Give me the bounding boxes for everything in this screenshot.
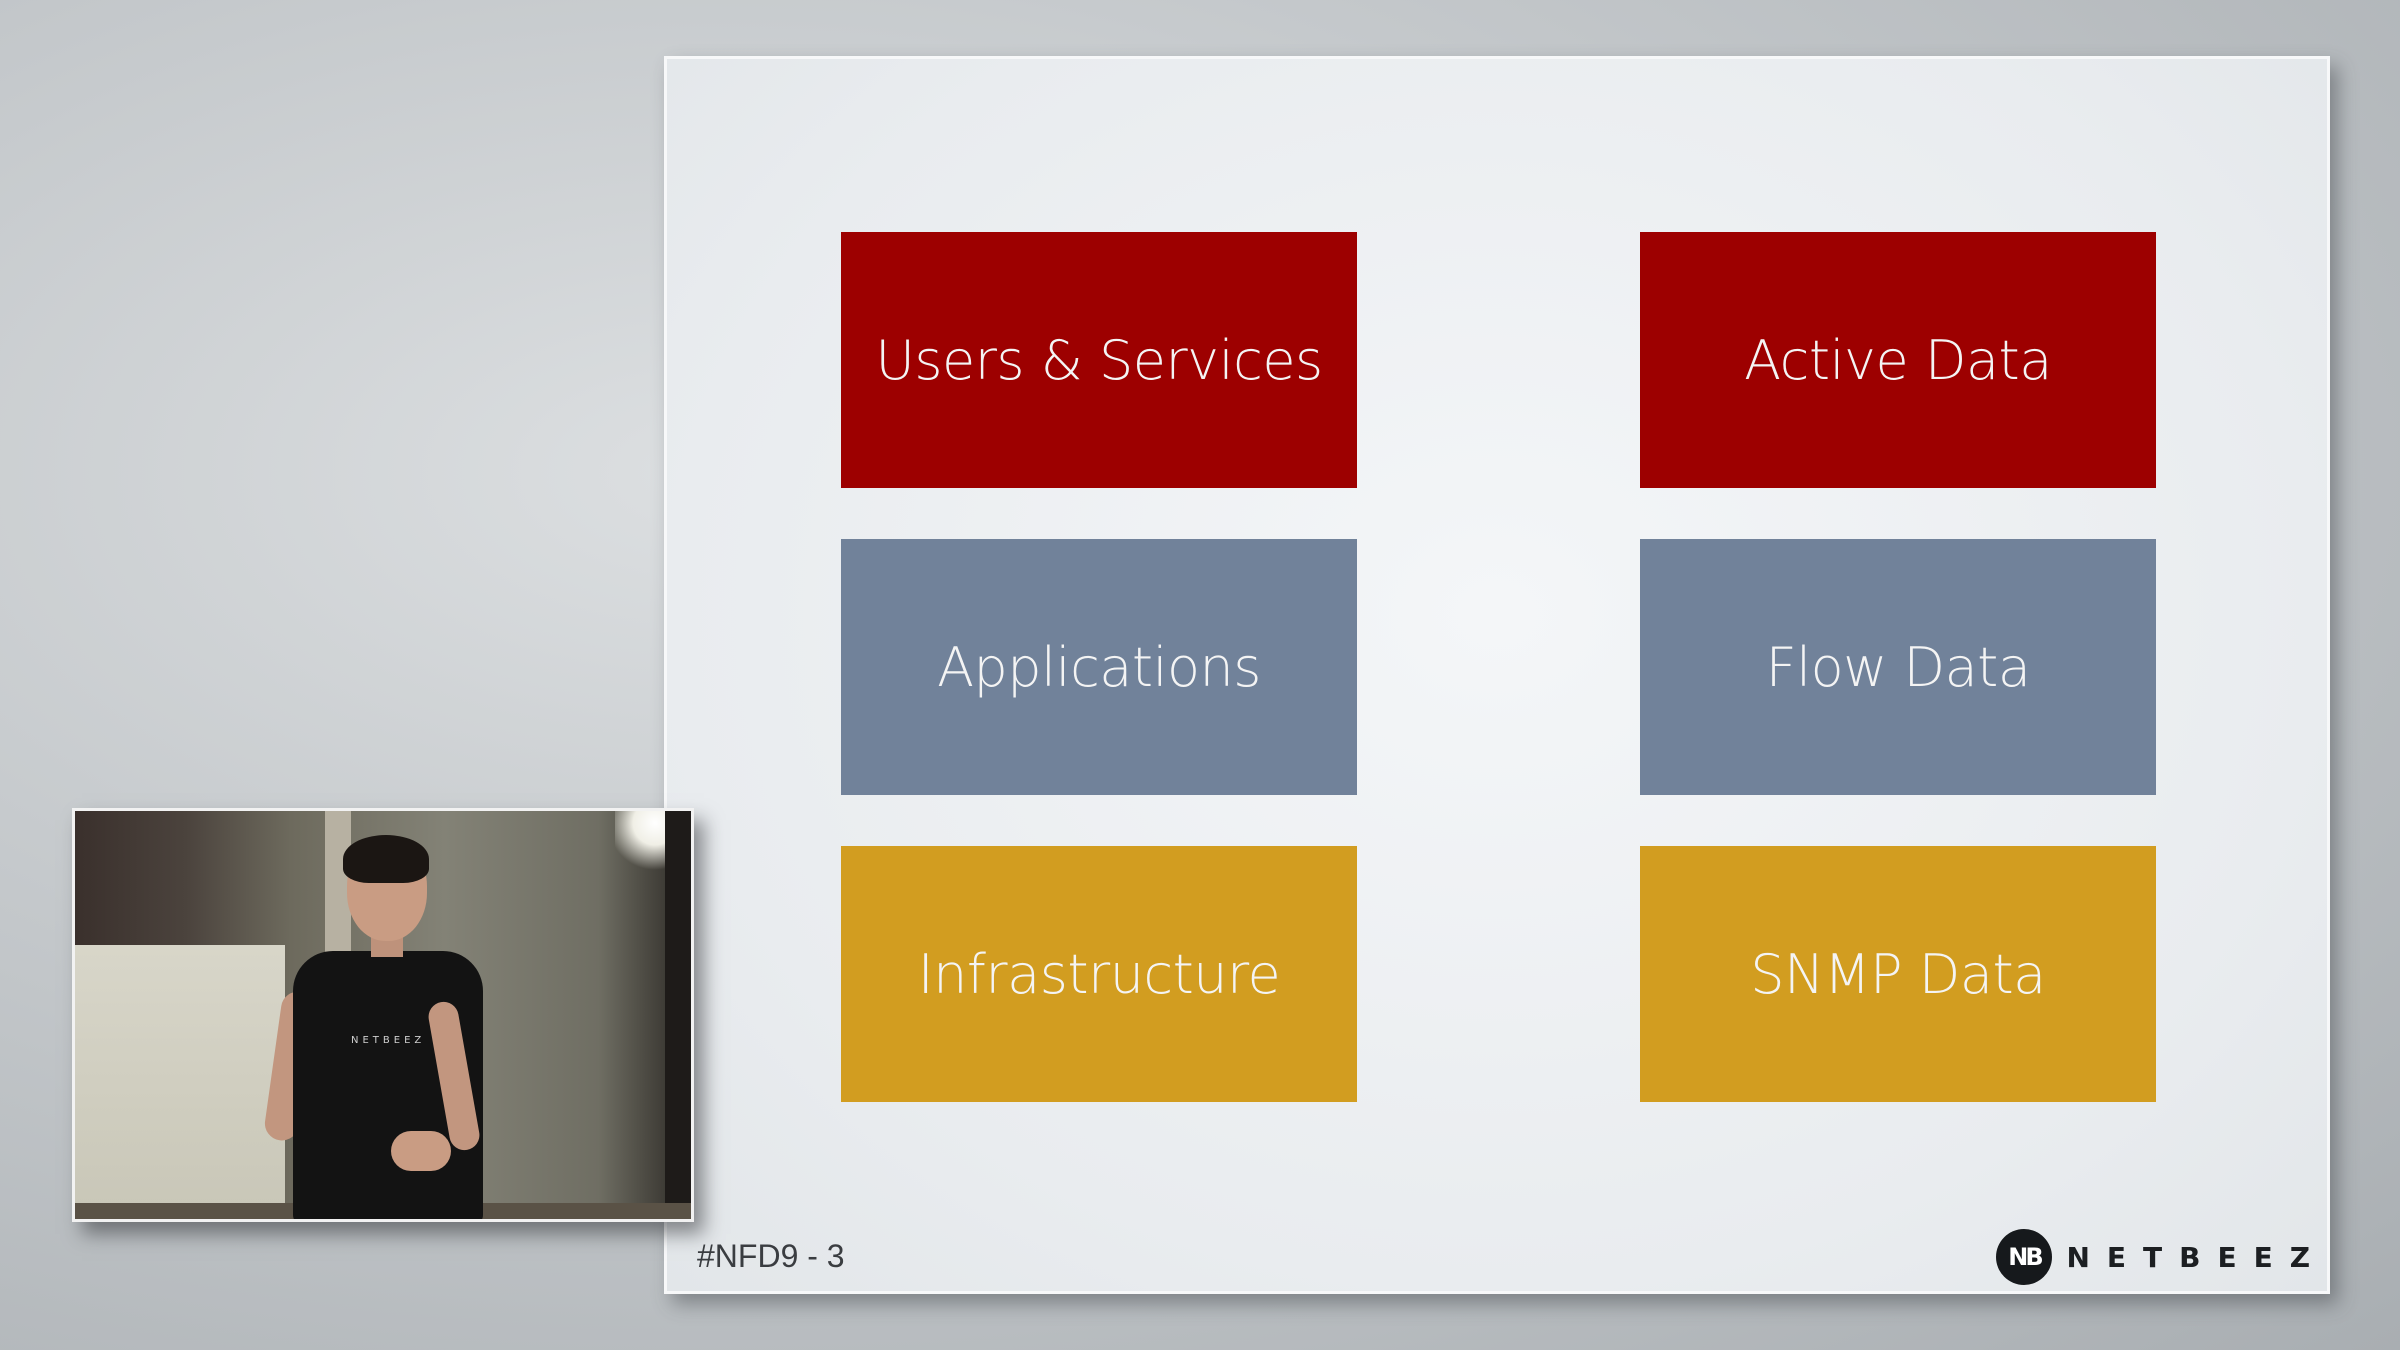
tile-users-services: Users & Services: [841, 232, 1357, 488]
shirt-logo-text: NETBEEZ: [351, 1035, 426, 1046]
tile-label: Active Data: [1744, 328, 2052, 392]
tile-applications: Applications: [841, 539, 1357, 795]
presentation-slide: Users & Services Active Data Application…: [664, 56, 2330, 1294]
tile-label: SNMP Data: [1750, 942, 2046, 1006]
tile-flow-data: Flow Data: [1640, 539, 2156, 795]
presenter-video-inset: NETBEEZ: [72, 808, 694, 1222]
presenter-hair: [343, 835, 429, 883]
tile-label: Applications: [937, 635, 1261, 699]
presenter-hands: [391, 1131, 451, 1171]
tile-active-data: Active Data: [1640, 232, 2156, 488]
tile-infrastructure: Infrastructure: [841, 846, 1357, 1102]
presenter-figure: NETBEEZ: [262, 835, 483, 1219]
logo-mark-icon: NB: [1996, 1229, 2053, 1285]
background-wall-panel: [75, 945, 285, 1219]
background-dark-edge: [665, 811, 691, 1219]
tile-label: Users & Services: [875, 328, 1323, 392]
netbeez-logo: NB NETBEEZ: [1996, 1229, 2327, 1285]
tile-snmp-data: SNMP Data: [1640, 846, 2156, 1102]
tile-label: Flow Data: [1765, 635, 2031, 699]
logo-wordmark: NETBEEZ: [2066, 1240, 2327, 1274]
tile-label: Infrastructure: [917, 942, 1281, 1006]
slide-footer-tag: #NFD9 - 3: [697, 1238, 845, 1274]
